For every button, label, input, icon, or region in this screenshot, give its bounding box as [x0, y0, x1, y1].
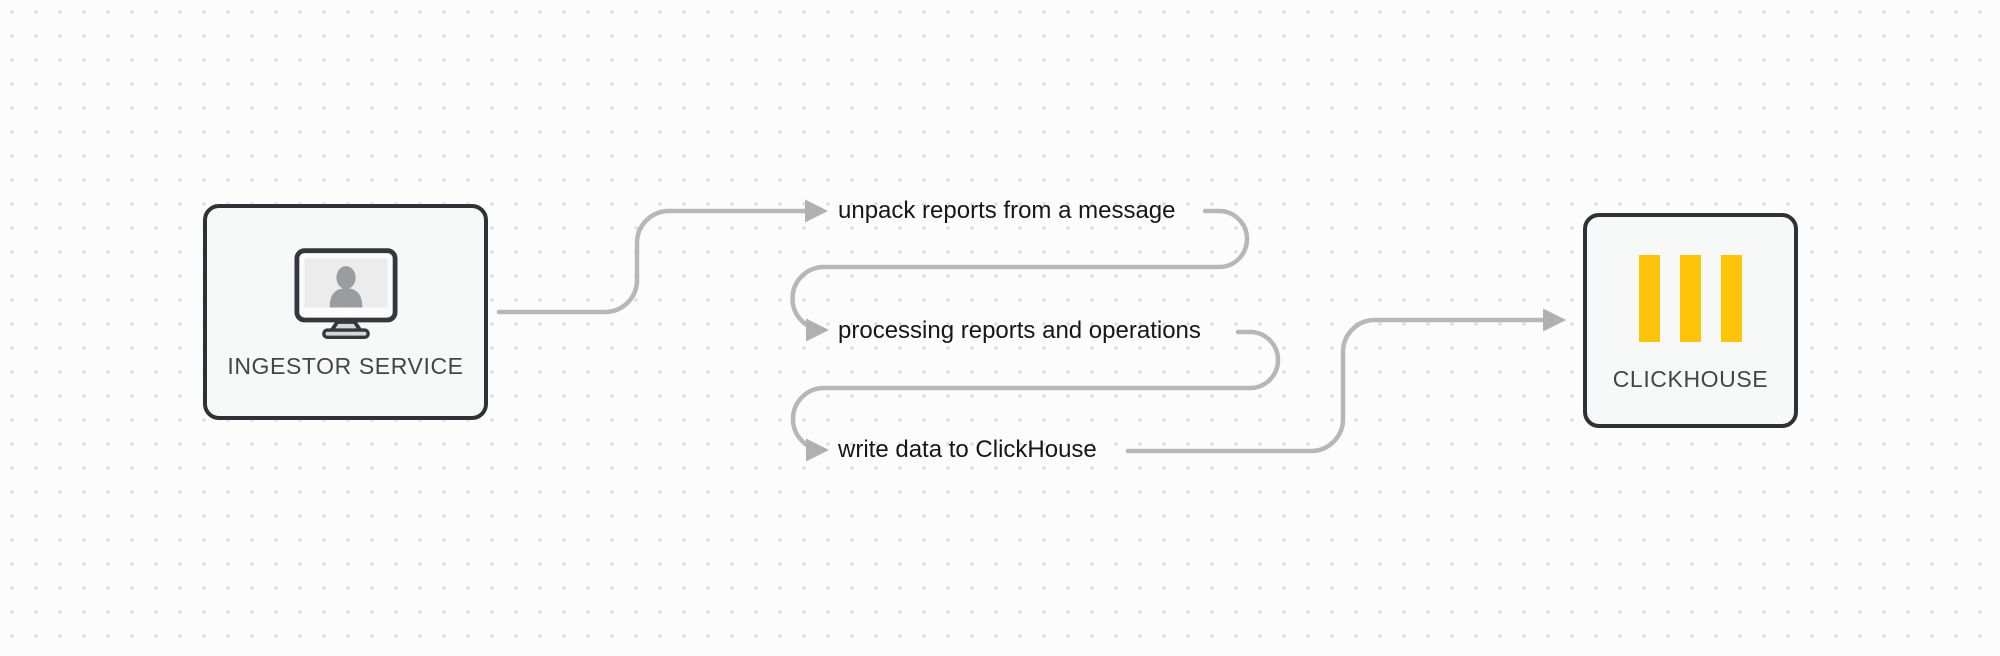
ingestor-service-label: INGESTOR SERVICE [227, 352, 464, 379]
monitor-notch [339, 310, 352, 315]
step-label-write-data: write data to ClickHouse [838, 436, 1097, 463]
arrowhead-step2 [806, 318, 829, 342]
monitor-user-icon [293, 247, 398, 339]
connector-step3-to-clickhouse [1125, 317, 1556, 454]
clickhouse-logo-bar [1680, 254, 1701, 342]
arrowhead-clickhouse [1543, 308, 1566, 332]
connector-step2-to-step3 [790, 329, 1281, 453]
user-silhouette [329, 265, 362, 307]
clickhouse-logo-bar [1721, 254, 1742, 342]
clickhouse-label: CLICKHOUSE [1612, 365, 1769, 392]
connector-ingestor-to-step1 [496, 208, 819, 315]
node-ingestor-service[interactable]: INGESTOR SERVICE [203, 204, 488, 420]
step-label-unpack-reports: unpack reports from a message [838, 197, 1176, 224]
clickhouse-logo-bar [1639, 254, 1660, 342]
monitor-stand-base [321, 327, 370, 339]
connector-step1-to-step2 [790, 208, 1250, 333]
arrowhead-step1 [805, 199, 828, 223]
arrowhead-step3 [806, 438, 829, 462]
clickhouse-logo-icon [1639, 254, 1742, 342]
step-label-processing-reports: processing reports and operations [838, 317, 1201, 344]
node-clickhouse[interactable]: CLICKHOUSE [1583, 213, 1798, 428]
